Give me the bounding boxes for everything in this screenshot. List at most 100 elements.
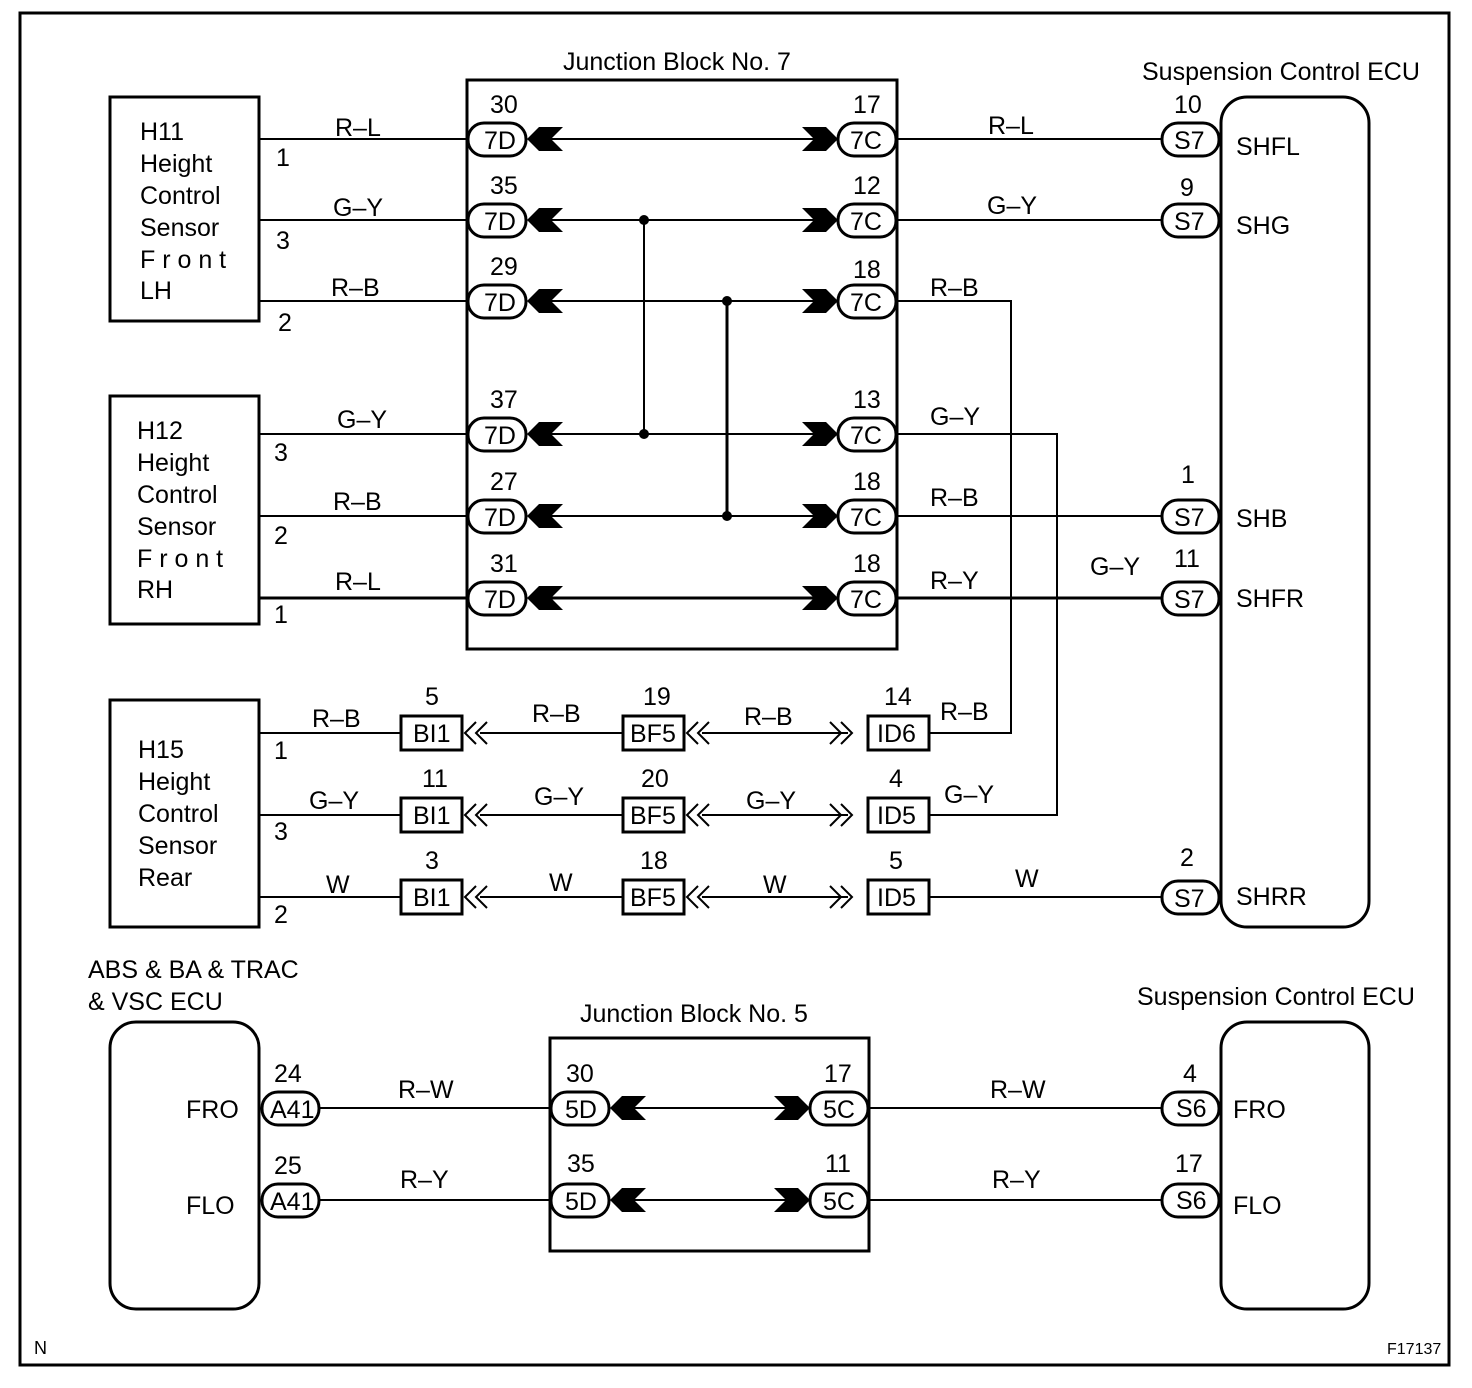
id-connectors [866, 714, 931, 916]
h12-line2: Control [137, 481, 218, 509]
id-pin: 4 [889, 765, 903, 793]
sensor-to-jb7-wires [259, 138, 468, 600]
h11-code: H11 [140, 118, 184, 146]
abs-terminal: FLO [186, 1192, 235, 1220]
id-pin: 14 [884, 683, 912, 711]
jb5-right-pin: 17 [824, 1060, 852, 1088]
wire-color: R–Y [400, 1166, 449, 1194]
conn-s7: S7 [1174, 885, 1205, 913]
h15-line3: Sensor [138, 832, 217, 860]
rear-chain-wires [259, 732, 848, 898]
ecu-top-title: Suspension Control ECU [1142, 58, 1420, 86]
wire-color: W [549, 869, 573, 897]
wire-color: G–Y [534, 783, 584, 811]
bf-conn: BF5 [630, 720, 676, 748]
jb7-title: Junction Block No. 7 [563, 48, 791, 76]
ecu-pin: 9 [1180, 174, 1194, 202]
jb7-7d-connectors [466, 121, 528, 617]
wire-color: R–B [744, 703, 793, 731]
ecu-terminal: SHB [1236, 505, 1287, 533]
h11-sensor: H11 Height Control Sensor F r o n t LH [108, 95, 261, 323]
bi-conn: BI1 [413, 802, 451, 830]
h11-line5: LH [140, 277, 172, 305]
abs-ecu-box [108, 1020, 261, 1311]
ecu-terminal: SHFL [1236, 133, 1300, 161]
conn-s7: S7 [1174, 127, 1205, 155]
sensor-pin: 3 [274, 818, 288, 846]
wire-color: R–L [988, 112, 1034, 140]
bf5-connectors [621, 714, 686, 916]
conn-7d: 7D [484, 504, 516, 532]
conn-7d: 7D [484, 127, 516, 155]
sensor-pin: 2 [278, 309, 292, 337]
wire-color: G–Y [337, 406, 387, 434]
sensor-pin: 3 [274, 439, 288, 467]
wire-color: R–B [532, 700, 581, 728]
h12-code: H12 [137, 417, 183, 445]
id-pin: 5 [889, 847, 903, 875]
jb7-right-pin: 18 [853, 256, 881, 284]
conn-s7: S7 [1174, 504, 1205, 532]
wire-color: R–Y [930, 567, 979, 595]
jb7-right-pin: 13 [853, 386, 881, 414]
bf-conn: BF5 [630, 802, 676, 830]
jb7-left-pin: 37 [490, 386, 518, 414]
conn-7c: 7C [850, 586, 882, 614]
ecu-pin: 1 [1181, 461, 1195, 489]
jb7-right-pin: 18 [853, 468, 881, 496]
conn-7c: 7C [850, 504, 882, 532]
sensor-pin: 1 [274, 601, 288, 629]
h12-line3: Sensor [137, 513, 216, 541]
jb7-right-arrows [802, 127, 838, 610]
wire-color: R–B [930, 274, 979, 302]
jb5-right-pin: 11 [825, 1150, 851, 1178]
h12-line1: Height [137, 449, 209, 477]
jb5-left-pin: 35 [567, 1150, 595, 1178]
conn-7c: 7C [850, 422, 882, 450]
sensor-pin: 2 [274, 522, 288, 550]
conn-s7: S7 [1174, 208, 1205, 236]
h15-code: H15 [138, 736, 184, 764]
id-conn: ID6 [877, 720, 916, 748]
bi-pin: 11 [422, 765, 448, 793]
h11-line3: Sensor [140, 214, 219, 242]
figure-id: F17137 [1387, 1341, 1441, 1358]
sensor-pin: 1 [274, 737, 288, 765]
wire-color: W [326, 871, 350, 899]
abs-title-line1: ABS & BA & TRAC [88, 956, 299, 984]
wire-color: G–Y [746, 787, 796, 815]
conn-7c: 7C [850, 127, 882, 155]
wire-color: R–B [331, 274, 380, 302]
jb7-left-pin: 31 [490, 550, 518, 578]
bottom-wires [319, 1107, 1162, 1201]
wire-color: G–Y [333, 194, 383, 222]
conn-7c: 7C [850, 208, 882, 236]
h11-line2: Control [140, 182, 221, 210]
conn-s6: S6 [1176, 1187, 1207, 1215]
jb7-to-ecu-wires [896, 138, 1162, 898]
jb5-connectors [549, 1090, 870, 1219]
h11-line4: F r o n t [140, 246, 226, 274]
sensor-pin: 1 [276, 144, 290, 172]
ecu-top-box [1219, 95, 1371, 929]
bf-pin: 18 [640, 847, 668, 875]
ecu-terminal: SHRR [1236, 883, 1307, 911]
ecu-bottom-pin: 4 [1183, 1060, 1197, 1088]
jb5-box [548, 1036, 871, 1253]
h11-line1: Height [140, 150, 212, 178]
conn-a41: A41 [270, 1096, 314, 1124]
wire-color: G–Y [1090, 553, 1140, 581]
conn-7d: 7D [484, 289, 516, 317]
conn-5d: 5D [565, 1096, 597, 1124]
jb5-arrows [610, 1096, 810, 1212]
bi-conn: BI1 [413, 884, 451, 912]
ecu-top-s7-connectors [1160, 121, 1221, 916]
h12-line5: RH [137, 576, 173, 604]
abs-pin: 24 [274, 1060, 302, 1088]
id-conn: ID5 [877, 884, 916, 912]
jb7-left-pin: 35 [490, 172, 518, 200]
abs-pin: 25 [274, 1152, 302, 1180]
bi-pin: 5 [425, 683, 439, 711]
wire-color: R–B [930, 484, 979, 512]
